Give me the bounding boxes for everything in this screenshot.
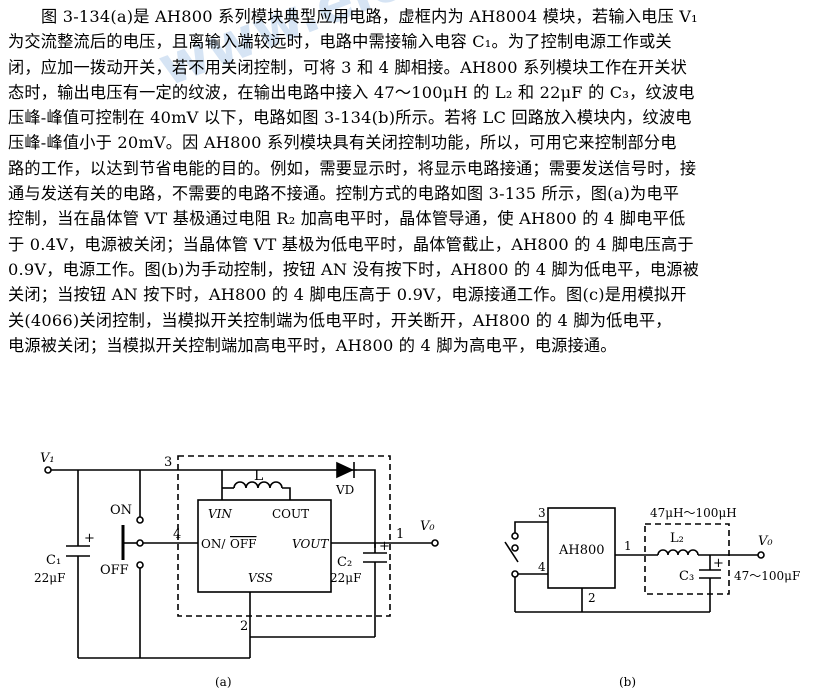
c3-plus: + [713, 556, 724, 571]
switch-blade [504, 541, 519, 563]
paragraph-line: 于 0.4V，电源被关闭；当晶体管 VT 基极为低电平时，晶体管截止，AH800… [8, 234, 694, 254]
ah800-ic-body [197, 499, 332, 593]
paragraph-line: 态时，输出电压有一定的纹波，在输出电路中接入 47～100μH 的 L₂ 和 2… [8, 82, 695, 102]
paragraph-line: 0.9V，电源工作。图(b)为手动控制，按钮 AN 没有按下时，AH800 的 … [8, 259, 700, 279]
c2-value-label: 22μF [330, 571, 361, 585]
output-junction-wire [357, 469, 376, 548]
body-paragraph: 图 3-134(a)是 AH800 系列模块典型应用电路，虚框内为 AH8004… [8, 4, 830, 358]
c3-value-label: 47～100μF [734, 569, 800, 583]
module-label: AH800 [558, 543, 605, 558]
pin3-label-b: 3 [538, 506, 546, 520]
paragraph-line: 通与发送有关的电路，不需要的电路不接通。控制方式的电路如图 3-135 所示，图… [8, 184, 680, 204]
switch-off-contact [136, 561, 144, 569]
inductor-label: L [254, 468, 263, 484]
paragraph-line: 关(4066)关闭控制，当模拟开关控制端为低电平时，开关断开，AH800 的 4… [8, 310, 672, 330]
paragraph-line: 压峰-峰值小于 20mV。因 AH800 系列模块具有关闭控制功能，所以，可用它… [8, 133, 677, 153]
c1-value-label: 22μF [34, 571, 65, 585]
pin3-label-a: 3 [164, 455, 172, 470]
paragraph-line: 压峰-峰值可控制在 40mV 以下，电路如图 3-134(b)所示。若将 LC … [8, 108, 692, 128]
lc-dashed-box [644, 523, 730, 595]
c3-label: C₃ [679, 569, 694, 584]
paragraph-line: 图 3-134(a)是 AH800 系列模块典型应用电路，虚框内为 AH8004… [41, 7, 698, 26]
figure-b-circuit [504, 507, 765, 613]
onoff-off-label: OFF [230, 537, 257, 551]
v1-label: V₁ [40, 451, 55, 466]
module-dashed-boundary [177, 455, 391, 617]
vin-label: VIN [208, 507, 232, 521]
vo-label-b: V₀ [758, 534, 773, 549]
c1-plus: + [84, 531, 95, 546]
switch-common-contact [136, 539, 144, 547]
inductance-range-label: 47μH～100μH [650, 506, 737, 520]
figure-a-caption: (a) [215, 675, 232, 689]
diode-vd [336, 461, 354, 479]
diode-label: VD [335, 483, 354, 497]
paragraph-line: 控制，当在晶体管 VT 基极通过电阻 R₂ 加高电平时，晶体管导通，使 AH80… [8, 209, 686, 229]
vss-label: VSS [248, 571, 273, 585]
vo-terminal-b [757, 551, 765, 559]
c2-plus: + [379, 539, 390, 554]
vo-terminal [431, 539, 439, 547]
c1-label: C₁ [46, 553, 61, 568]
vo-label-a: V₀ [420, 519, 435, 534]
off-label: OFF [100, 563, 129, 578]
cout-wire [282, 487, 291, 500]
inductor-l2 [657, 549, 699, 556]
vout-label: VOUT [292, 537, 329, 551]
inductor-l [233, 481, 283, 489]
pin3-wire [514, 521, 548, 533]
figure-a-circuit [44, 455, 439, 659]
pin4-label-b: 4 [538, 560, 546, 574]
onoff-label: ON/ [201, 537, 226, 551]
pin4-label-a: 4 [173, 527, 181, 542]
pin1-label-a: 1 [396, 527, 404, 542]
switch-bottom-contact [511, 570, 519, 578]
switch-middle-contact [511, 544, 519, 552]
paragraph-line: 为交流整流后的电压，且离输入端较远时，电路中需接输入电容 C₁。为了控制电源工作… [8, 32, 672, 52]
switch-top-contact [511, 532, 519, 540]
c2-label: C₂ [337, 555, 352, 570]
pin2-label-b: 2 [588, 591, 596, 605]
paragraph-line: 关闭；当按钮 AN 按下时，AH800 的 4 脚电压高于 0.9V，电源接通工… [8, 285, 687, 305]
v1-terminal [44, 466, 52, 474]
on-label: ON [110, 503, 132, 518]
switch-on-contact [136, 516, 144, 524]
paragraph-line: 电源被关闭；当模拟开关控制端加高电平时，AH800 的 4 脚为高电平，电源接通… [8, 335, 617, 355]
paragraph-line: 闭，应加一拨动开关，若不用关闭控制，可将 3 和 4 脚相接。AH800 系列模… [8, 57, 687, 77]
pin2-label-a: 2 [240, 619, 248, 634]
figure-b-caption: (b) [619, 675, 636, 689]
pin1-label-b: 1 [624, 539, 632, 553]
l2-label: L₂ [670, 531, 684, 546]
cout-label: COUT [272, 507, 309, 521]
paragraph-line: 路的工作，以达到节省电能的目的。例如，需要显示时，将显示电路接通；需要发送信号时… [8, 158, 697, 178]
